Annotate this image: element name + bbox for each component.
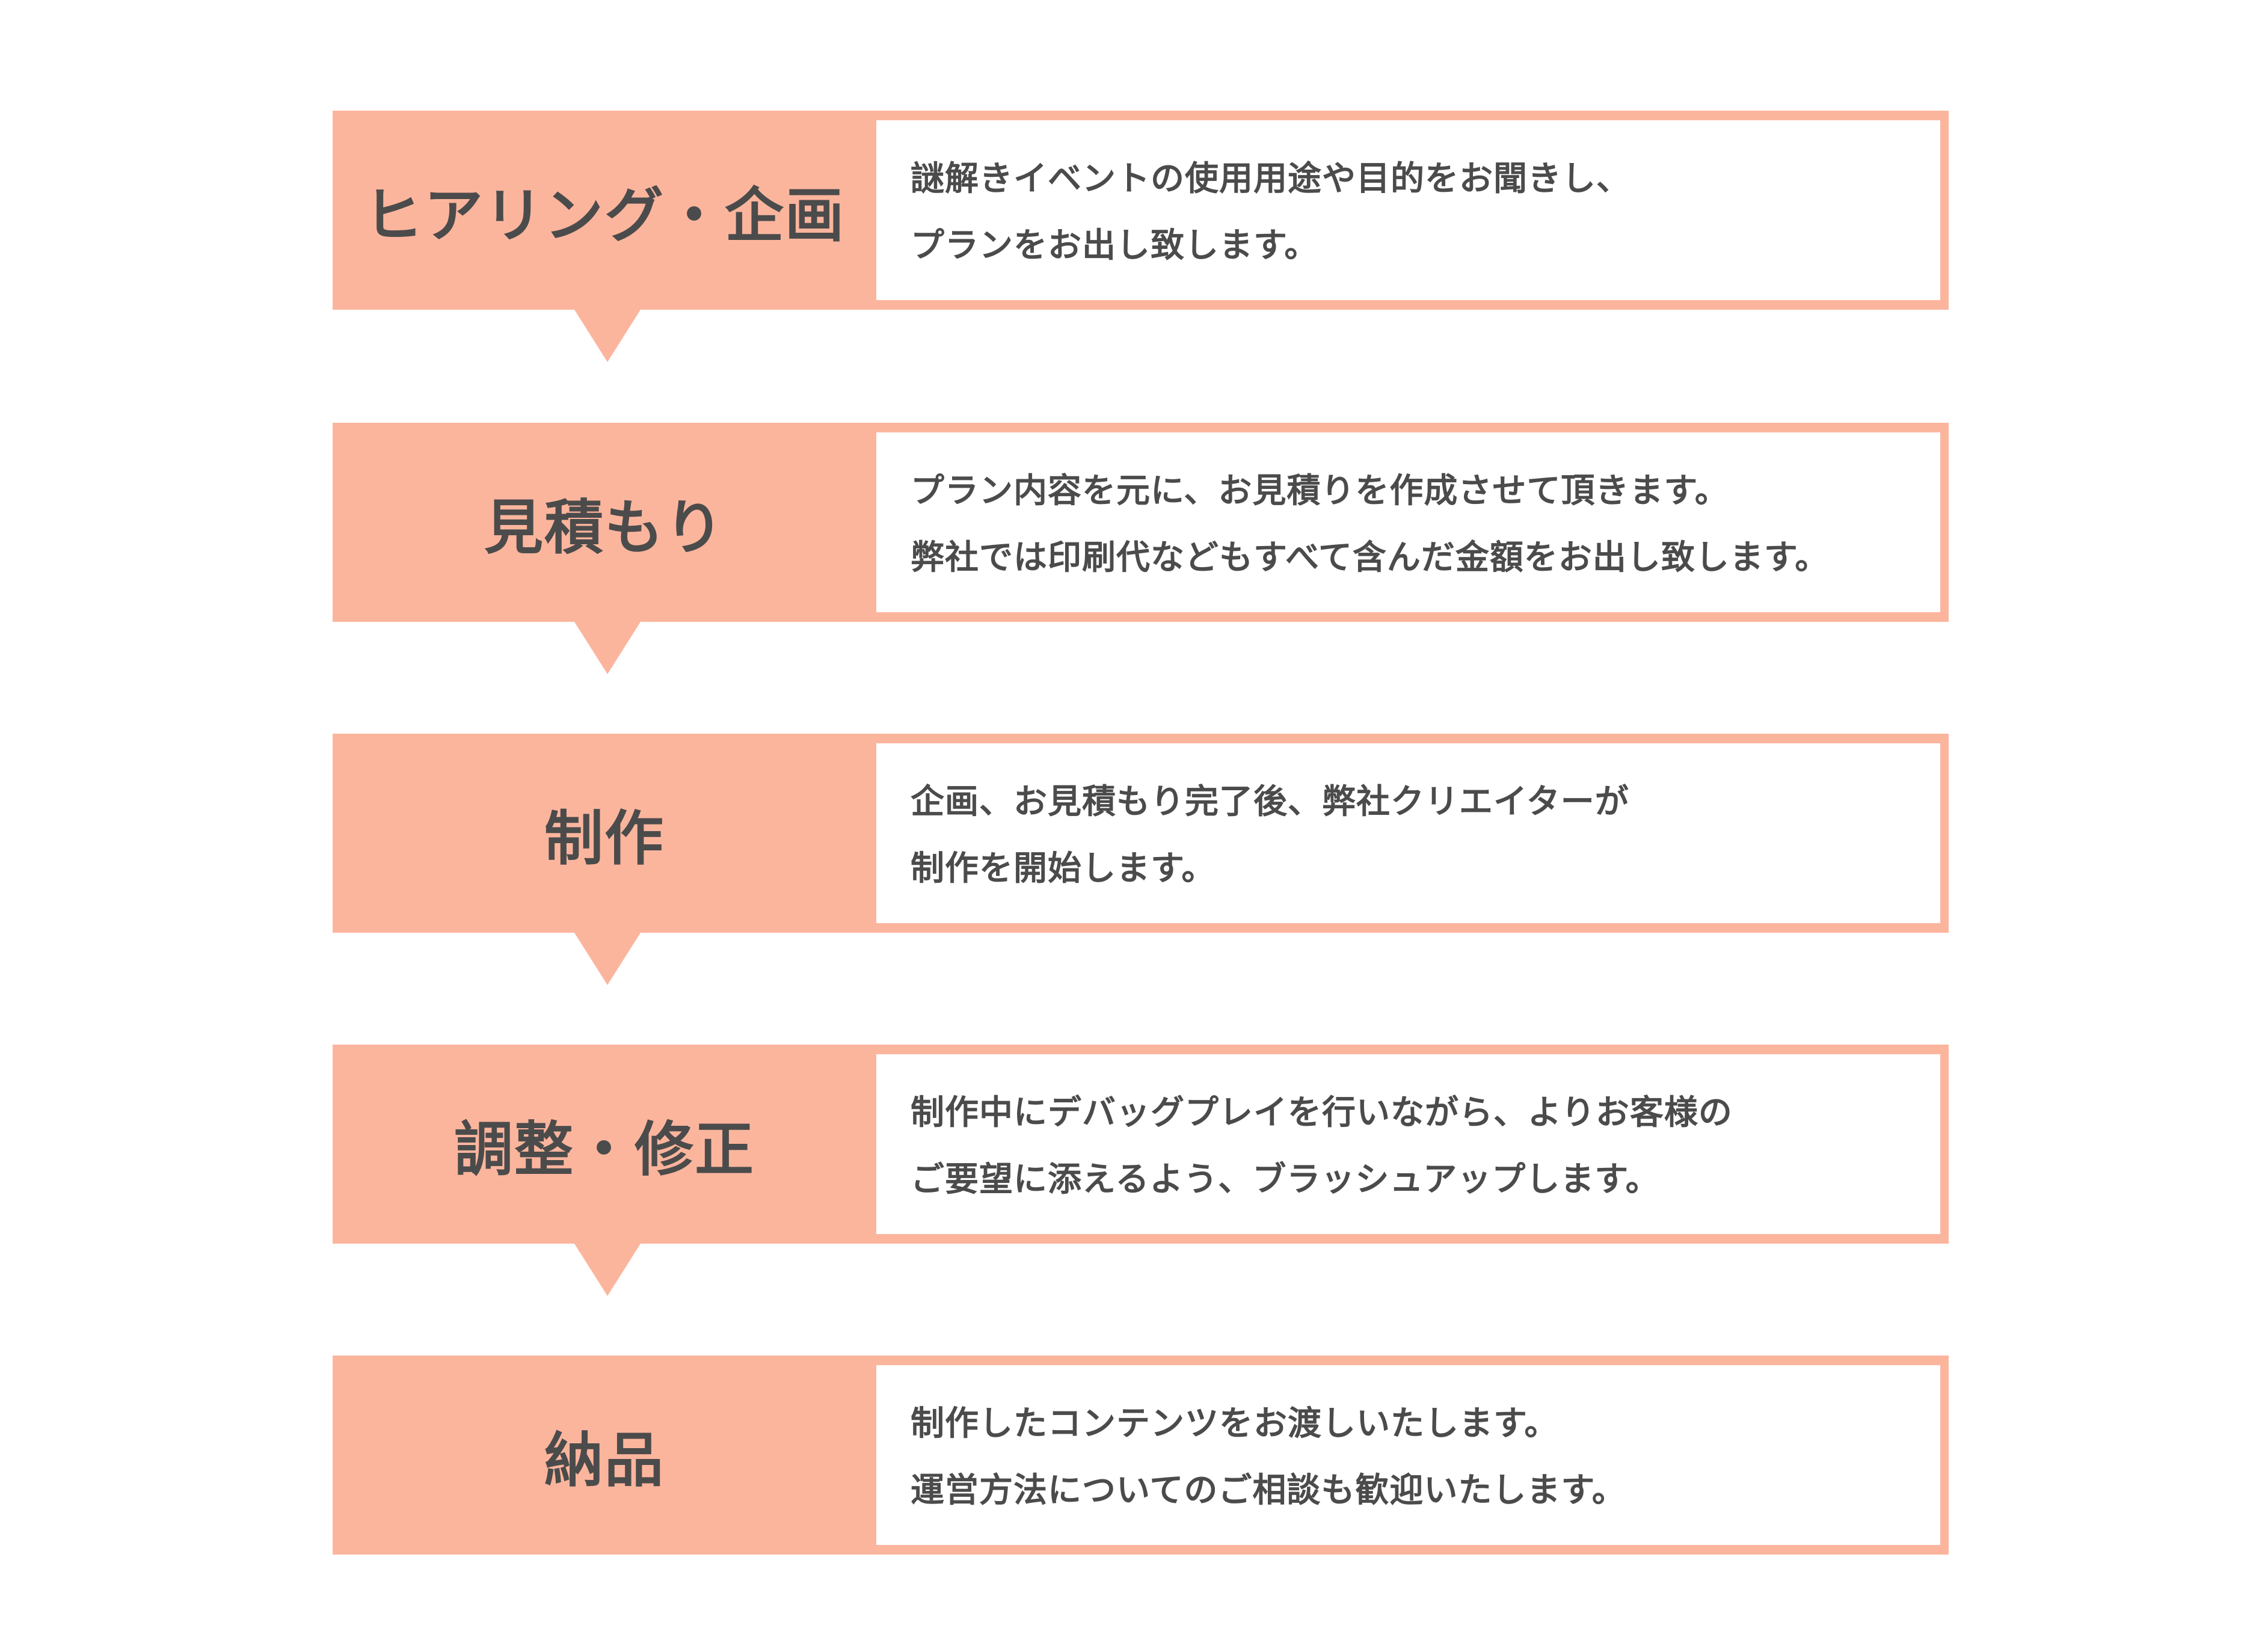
description-line: 制作中にデバッグプレイを行いながら、よりお客様の: [911, 1093, 1733, 1132]
step-title: 納品: [544, 1426, 665, 1495]
description-line: プラン内容を元に、お見積りを作成させて頂きます。: [911, 471, 1729, 511]
description-line: 制作を開始します。: [911, 849, 1216, 888]
step-delivery: 納品 制作したコンテンツをお渡しいたします。 運営方法についてのご相談も歓迎いた…: [333, 1356, 1949, 1555]
description-line: 弊社では印刷代などもすべて含んだ金額をお出し致します。: [911, 538, 1830, 577]
description-line: 運営方法についてのご相談も歓迎いたします。: [911, 1471, 1626, 1510]
step-title: 見積もり: [484, 493, 725, 562]
step-description: プラン内容を元に、お見積りを作成させて頂きます。 弊社では印刷代などもすべて含ん…: [876, 432, 1940, 612]
down-arrow-icon: [574, 622, 641, 674]
description-line: ご要望に添えるよう、ブラッシュアップします。: [911, 1160, 1660, 1199]
description-line: プランをお出し致します。: [911, 226, 1319, 265]
step-description: 制作したコンテンツをお渡しいたします。 運営方法についてのご相談も歓迎いたします…: [876, 1365, 1940, 1545]
step-hearing: ヒアリング・企画 謎解きイベントの使用用途や目的をお聞きし、 プランをお出し致し…: [333, 111, 1949, 362]
step-title: 制作: [544, 804, 665, 873]
down-arrow-icon: [574, 310, 641, 362]
step-description: 謎解きイベントの使用用途や目的をお聞きし、 プランをお出し致します。: [876, 120, 1940, 300]
step-description: 企画、お見積もり完了後、弊社クリエイターが 制作を開始します。: [876, 743, 1940, 923]
step-title: ヒアリング・企画: [363, 181, 845, 250]
description-line: 制作したコンテンツをお渡しいたします。: [911, 1404, 1559, 1443]
step-description: 制作中にデバッグプレイを行いながら、よりお客様の ご要望に添えるよう、ブラッシュ…: [876, 1054, 1940, 1234]
down-arrow-icon: [574, 1244, 641, 1296]
step-estimate: 見積もり プラン内容を元に、お見積りを作成させて頂きます。 弊社では印刷代なども…: [333, 423, 1949, 674]
step-title: 調整・修正: [453, 1115, 755, 1184]
down-arrow-icon: [574, 933, 641, 985]
description-line: 謎解きイベントの使用用途や目的をお聞きし、: [911, 159, 1631, 198]
step-production: 制作 企画、お見積もり完了後、弊社クリエイターが 制作を開始します。: [333, 734, 1949, 985]
step-adjustment: 調整・修正 制作中にデバッグプレイを行いながら、よりお客様の ご要望に添えるよう…: [333, 1045, 1949, 1296]
description-line: 企画、お見積もり完了後、弊社クリエイターが: [911, 782, 1629, 821]
